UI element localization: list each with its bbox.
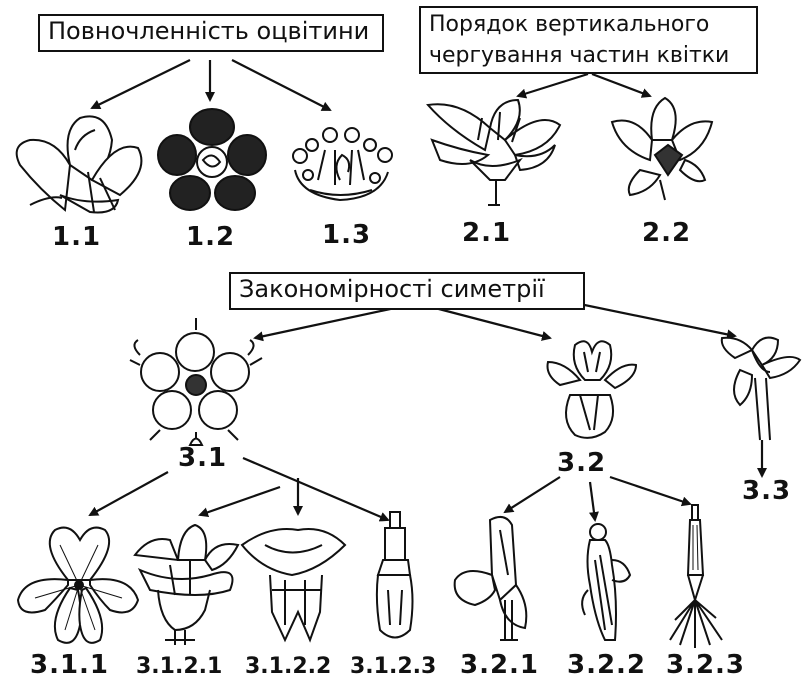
flower-1-2-icon [158, 109, 266, 210]
label-3-2-1: 3.2.1 [460, 650, 539, 680]
symmetry-box: Закономірності симетрії [229, 272, 585, 310]
label-3-3: 3.3 [742, 476, 791, 506]
flower-3-2-1-icon [455, 517, 527, 640]
flower-3-1-2-3-icon [377, 512, 413, 638]
label-3-1-2-2: 3.1.2.2 [245, 654, 331, 679]
flower-3-2-2-icon [582, 524, 630, 640]
arrow-to-3-1 [255, 308, 395, 338]
order-title-line1: Порядок вертикального [429, 10, 748, 41]
order-box: Порядок вертикального чергування частин … [419, 6, 758, 74]
label-3-1-2-3: 3.1.2.3 [350, 654, 436, 679]
label-3-1: 3.1 [178, 443, 227, 473]
arrow-to-2-2 [592, 74, 650, 96]
label-3-1-1: 3.1.1 [30, 650, 109, 680]
arrow-to-3-2 [435, 308, 550, 338]
label-3-2: 3.2 [557, 448, 606, 478]
label-2-1: 2.1 [462, 218, 511, 248]
arrow-to-3-1-1 [90, 472, 168, 515]
flower-2-1-icon [428, 100, 560, 205]
arrow-to-1-3 [232, 60, 330, 110]
flower-1-3-icon [293, 128, 392, 200]
label-1-3: 1.3 [322, 220, 371, 250]
label-3-2-3: 3.2.3 [666, 650, 745, 680]
arrow-to-2-1 [518, 74, 588, 96]
flower-3-1-2-1-icon [135, 525, 238, 645]
arrow-to-3-3 [570, 302, 735, 336]
arrow-to-3-1-2-3 [243, 458, 388, 520]
arrow-to-3-2-3 [610, 477, 690, 504]
flower-3-1-1-icon [18, 528, 138, 643]
label-1-2: 1.2 [186, 222, 235, 252]
label-3-2-2: 3.2.2 [567, 650, 646, 680]
flower-2-2-icon [612, 98, 712, 200]
arrow-to-3-2-1 [505, 477, 560, 512]
flower-3-1-icon [130, 318, 262, 445]
flower-1-1-icon [17, 116, 142, 212]
arrow-to-3-2-2 [590, 482, 595, 520]
flower-3-1-2-2-icon [242, 529, 345, 640]
flower-3-3-icon [722, 338, 800, 440]
arrow-to-3-1-2-1 [200, 487, 280, 515]
symmetry-title: Закономірності симетрії [239, 275, 545, 303]
arrow-to-1-1 [92, 60, 190, 108]
order-title-line2: чергування частин квітки [429, 41, 748, 72]
label-3-1-2-1: 3.1.2.1 [136, 654, 222, 679]
label-2-2: 2.2 [642, 218, 691, 248]
perianth-title: Повночленність оцвітини [48, 17, 369, 45]
perianth-box: Повночленність оцвітини [38, 14, 384, 52]
flower-3-2-icon [548, 341, 637, 438]
flower-3-2-3-icon [670, 505, 722, 648]
label-1-1: 1.1 [52, 222, 101, 252]
